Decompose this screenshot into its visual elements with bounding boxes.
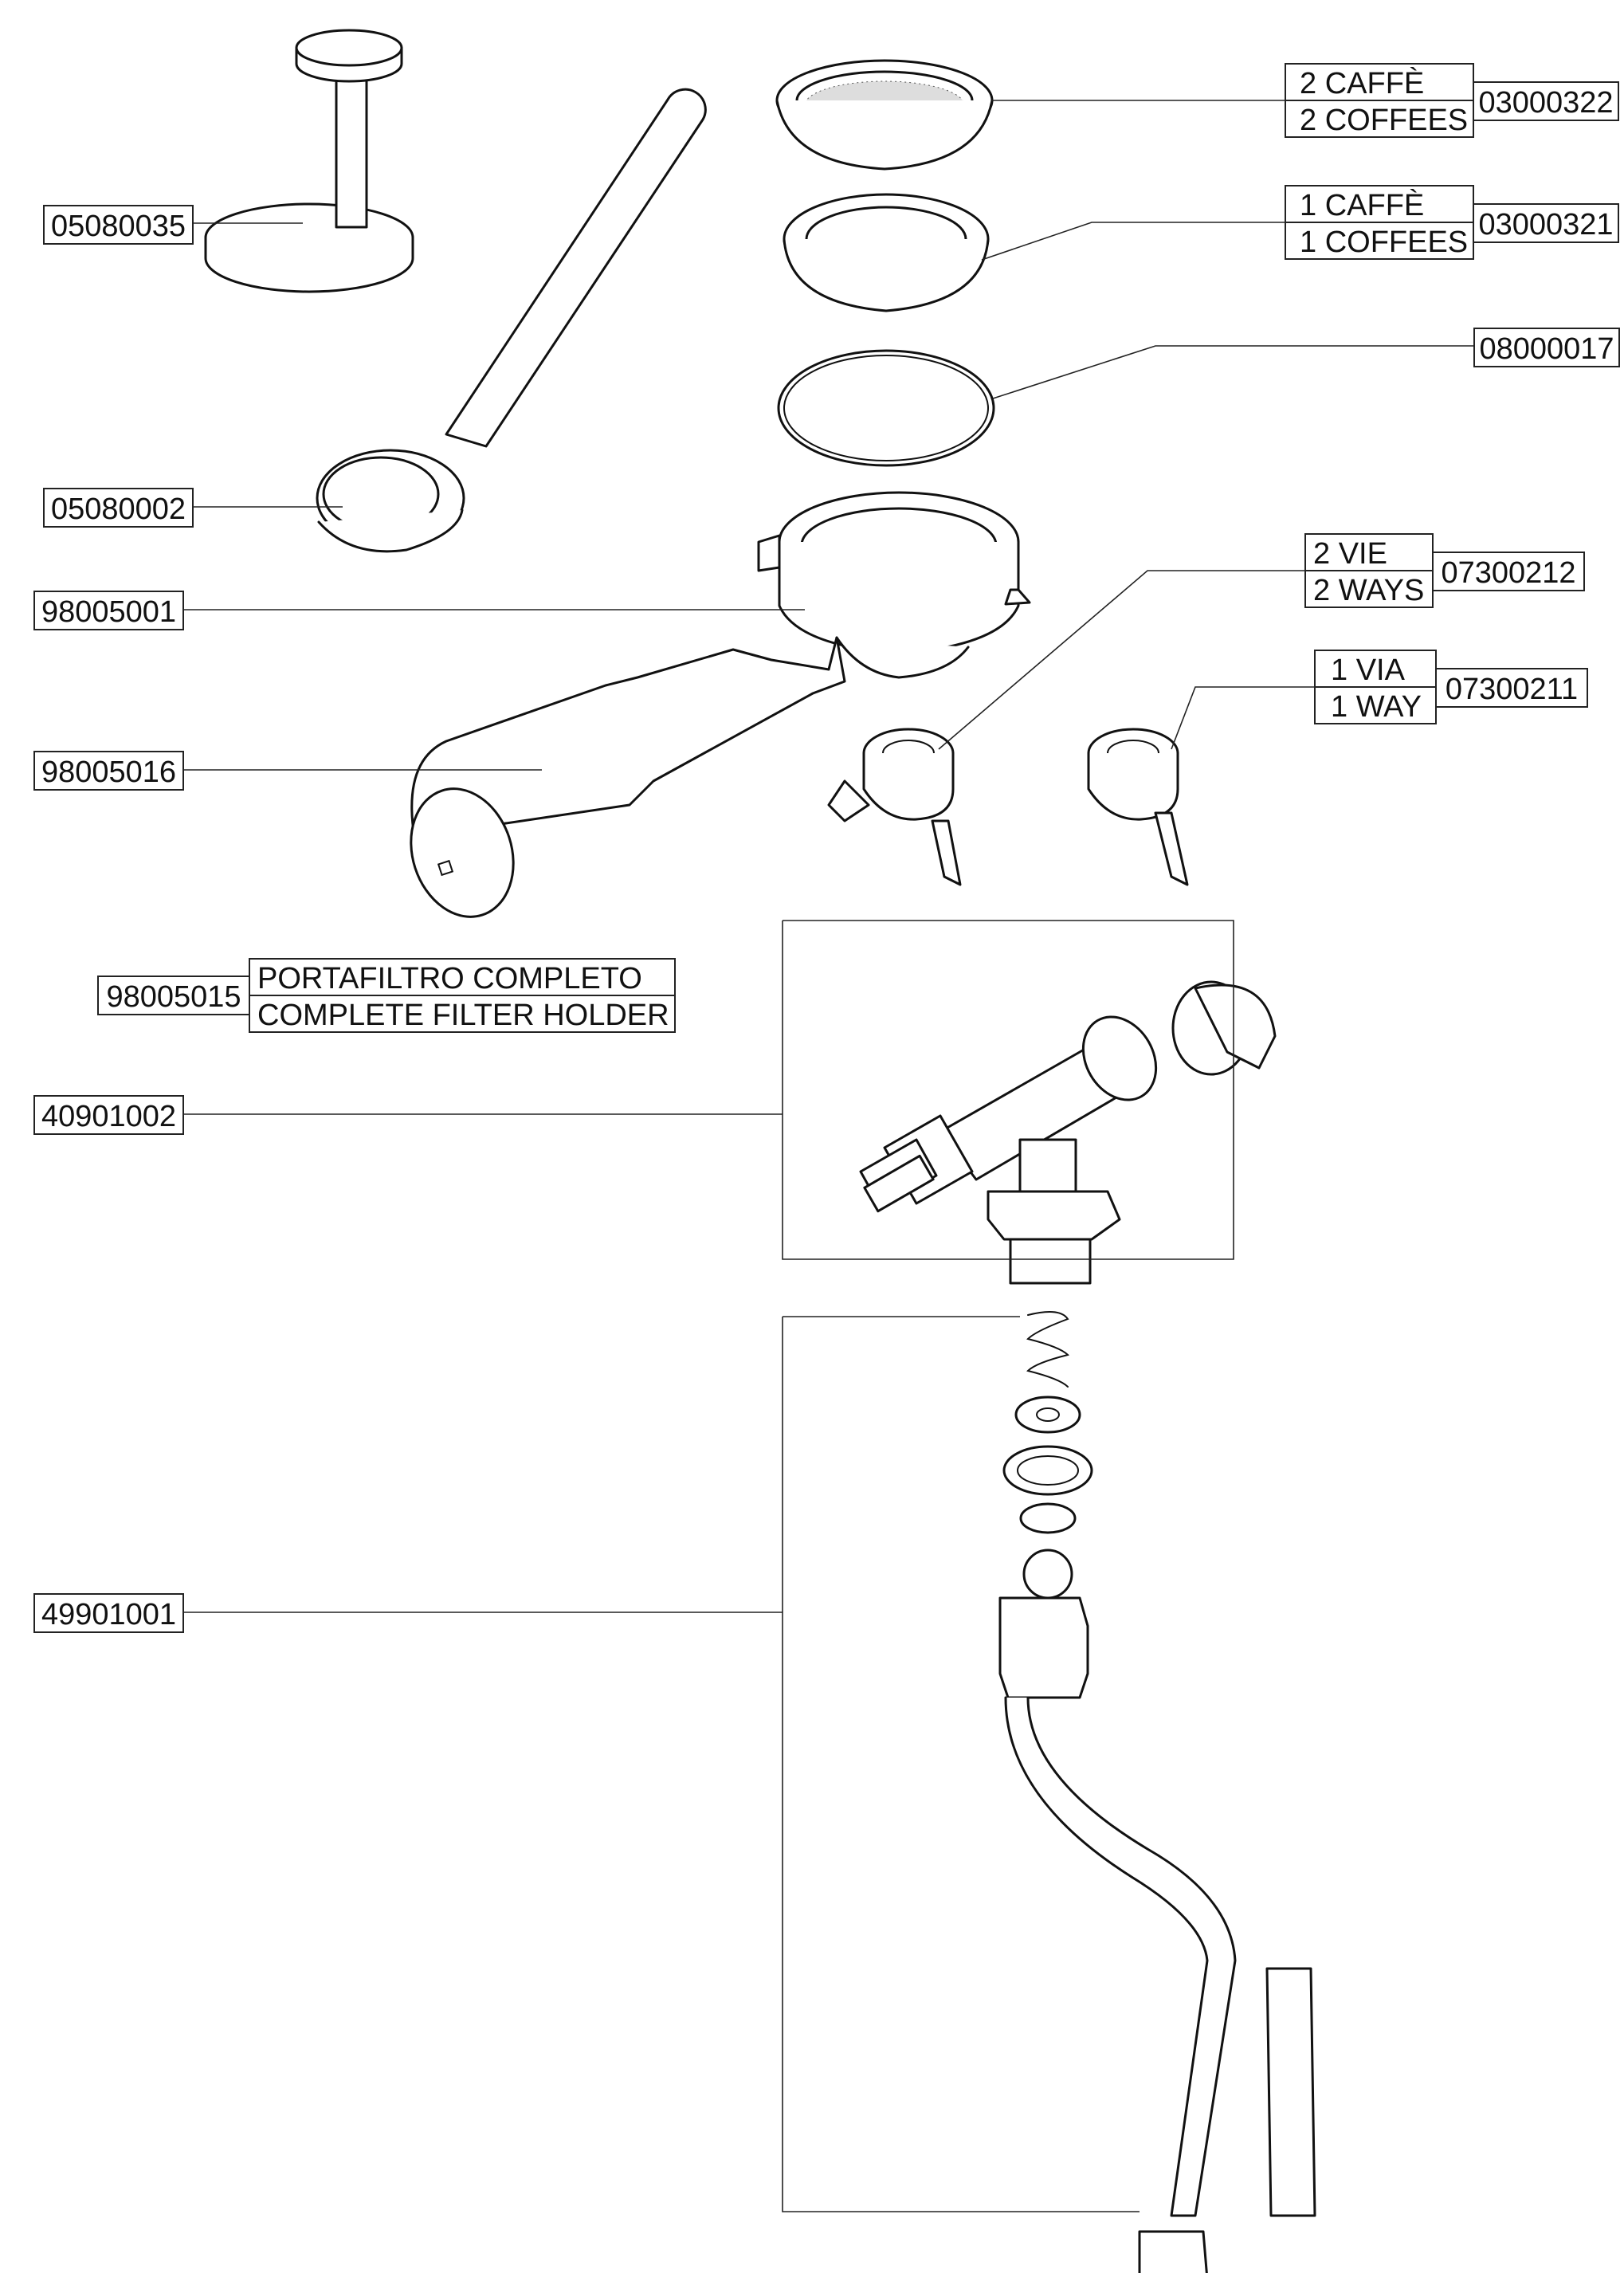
- callout-spout-2-ways: 2 VIE 2 WAYS 07300212: [1304, 533, 1585, 608]
- steam-wand-drawing: [998, 1311, 1316, 2273]
- callout-complete-filter-holder: 98005015 PORTAFILTRO COMPLETO COMPLETE F…: [97, 958, 676, 1033]
- callout-filter-holder-ring: 98005001: [33, 591, 184, 630]
- filter-1-cup-code: 03000321: [1478, 208, 1613, 241]
- measuring-spoon-drawing: [316, 88, 707, 553]
- filter-holder-head-drawing: [757, 491, 1031, 679]
- filter-1-cup-line1: 1 CAFFÈ: [1300, 188, 1424, 222]
- complete-filter-holder-line1: PORTAFILTRO COMPLETO: [257, 962, 642, 995]
- spout-2-ways-line1: 2 VIE: [1313, 537, 1387, 571]
- spout-2-ways-drawing: [827, 728, 962, 886]
- callout-steam-valve: 40901002: [33, 1095, 184, 1135]
- callout-filter-1-cup: 1 CAFFÈ 1 COFFEES 03000321: [1285, 185, 1619, 260]
- filter-2-cups-code: 03000322: [1478, 86, 1613, 120]
- steam-wand-code: 49901001: [41, 1598, 176, 1631]
- filter-2-cups-line1: 2 CAFFÈ: [1300, 66, 1424, 100]
- callout-filter-2-cups: 2 CAFFÈ 2 COFFEES 03000322: [1285, 63, 1619, 138]
- handle-drawing: [410, 636, 846, 918]
- tamper-code: 05080035: [51, 210, 186, 243]
- filter-basket-1-cup-drawing: [783, 193, 990, 312]
- callout-spout-1-way: 1 VIA 1 WAY 07300211: [1314, 650, 1588, 724]
- spout-2-ways-line2: 2 WAYS: [1313, 574, 1424, 607]
- callout-gasket-ring: 08000017: [1473, 328, 1620, 367]
- filter-holder-ring-code: 98005001: [41, 595, 176, 629]
- callout-tamper: 05080035: [43, 205, 194, 245]
- spout-1-way-code: 07300211: [1446, 673, 1578, 706]
- handle-code: 98005016: [41, 756, 176, 789]
- callout-measuring-spoon: 05080002: [43, 488, 194, 528]
- filter-basket-2-cups-drawing: [775, 59, 994, 171]
- gasket-ring-drawing: [777, 349, 995, 467]
- callout-handle: 98005016: [33, 751, 184, 791]
- steam-valve-drawing: [859, 980, 1277, 1285]
- complete-filter-holder-code: 98005015: [106, 980, 241, 1014]
- spout-2-ways-code: 07300212: [1441, 556, 1575, 590]
- steam-valve-code: 40901002: [41, 1100, 176, 1133]
- callout-steam-wand: 49901001: [33, 1593, 184, 1633]
- filter-1-cup-line2: 1 COFFEES: [1300, 226, 1468, 259]
- complete-filter-holder-line2: COMPLETE FILTER HOLDER: [257, 999, 669, 1032]
- spout-1-way-drawing: [1087, 728, 1189, 886]
- tamper-drawing: [204, 29, 414, 293]
- leader-lines: [183, 100, 1474, 2212]
- gasket-ring-code: 08000017: [1479, 332, 1614, 366]
- measuring-spoon-code: 05080002: [51, 493, 186, 526]
- spout-1-way-line1: 1 VIA: [1331, 654, 1406, 687]
- spout-1-way-line2: 1 WAY: [1331, 690, 1422, 724]
- filter-2-cups-line2: 2 COFFEES: [1300, 104, 1468, 137]
